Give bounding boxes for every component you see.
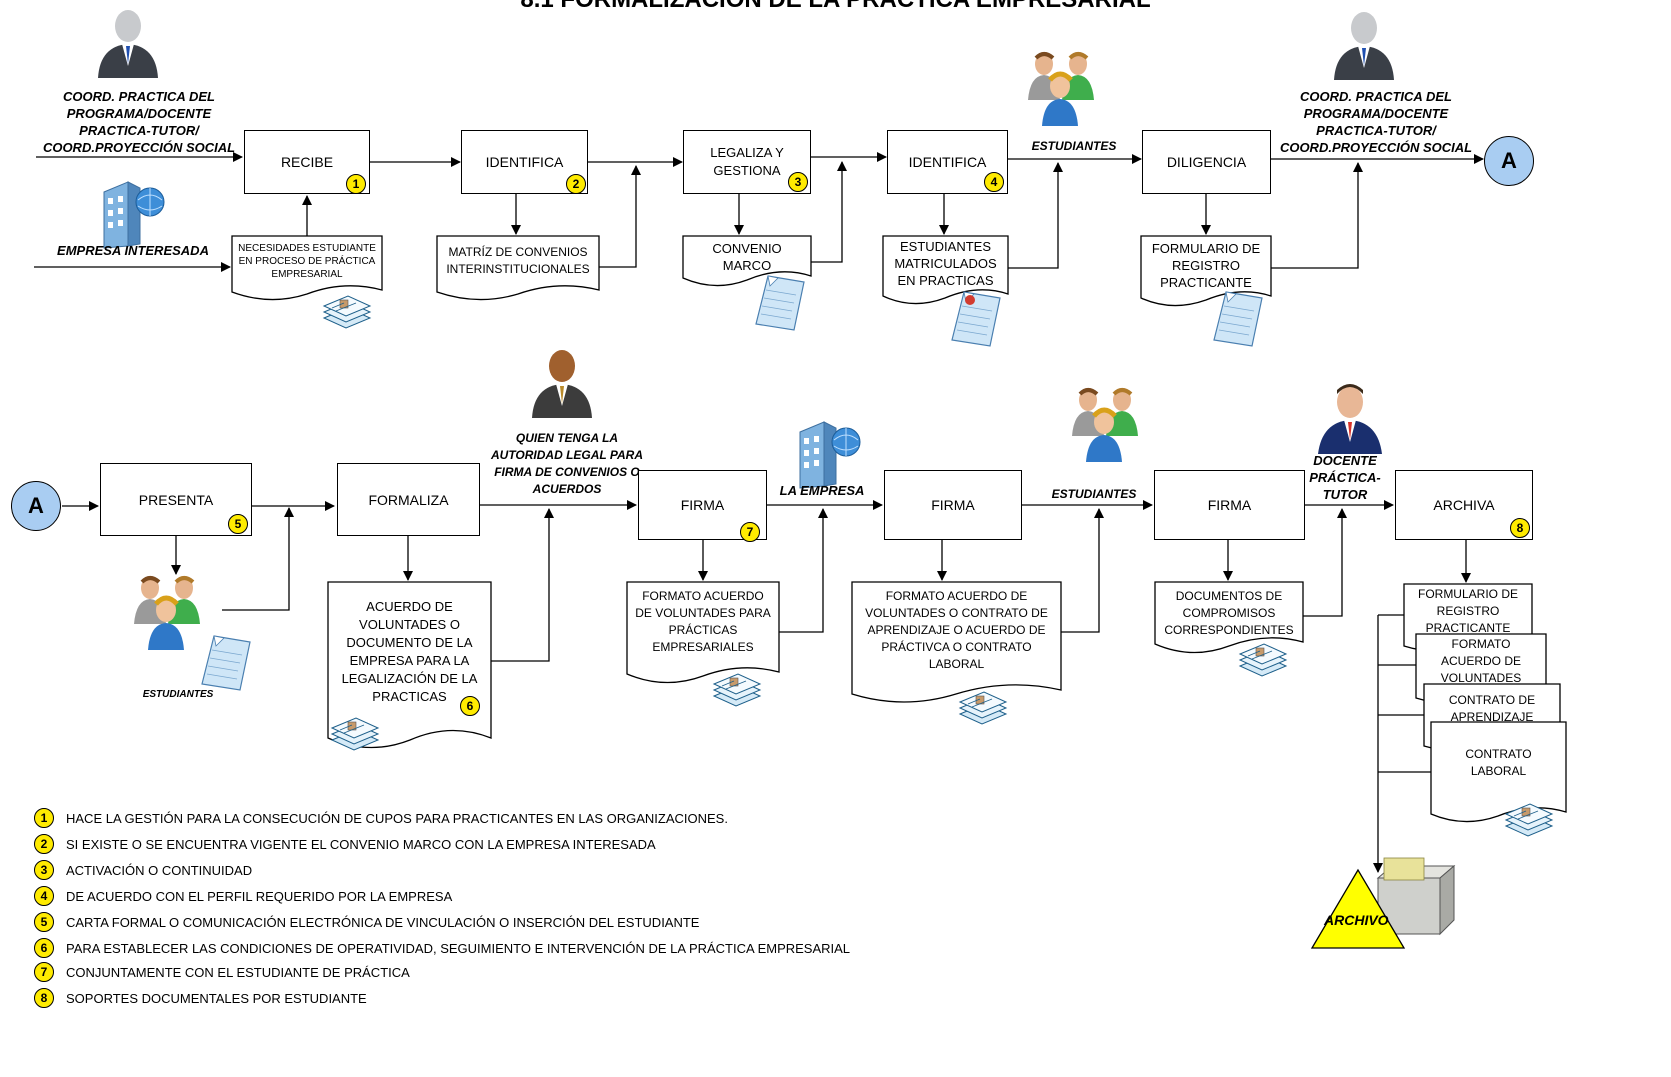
archive-triangle xyxy=(1310,868,1406,949)
legend-note-6: 6 PARA ESTABLECER LAS CONDICIONES DE OPE… xyxy=(34,938,850,958)
step-badge-2: 2 xyxy=(566,174,586,194)
process-formaliza: FORMALIZA xyxy=(337,463,480,536)
doc-archive-formato: FORMATO ACUERDO DE VOLUNTADES xyxy=(1440,637,1522,685)
legend-note-8: 8 SOPORTES DOCUMENTALES POR ESTUDIANTE xyxy=(34,988,367,1008)
doc-acuerdo-voluntades: ACUERDO DE VOLUNTADES O DOCUMENTO DE LA … xyxy=(341,599,478,704)
doc-archive-contrato-laboral: CONTRATO LABORAL xyxy=(1465,747,1532,778)
legend-text-1: HACE LA GESTIÓN PARA LA CONSECUCIÓN DE C… xyxy=(66,810,728,826)
documents-stack-icon-3 xyxy=(713,673,761,707)
company-building-icon xyxy=(103,181,165,249)
legend-text-6: PARA ESTABLECER LAS CONDICIONES DE OPERA… xyxy=(66,940,851,956)
coordinator-person-icon xyxy=(98,10,158,78)
doc-estudiantes-matriculados: ESTUDIANTES MATRICULADOS EN PRACTICAS xyxy=(894,239,997,288)
legend-badge-2: 2 xyxy=(34,834,54,854)
role-legal-authority: QUIEN TENGA LA AUTORIDAD LEGAL PARA FIRM… xyxy=(490,431,643,496)
doc-shape-formato-contrato xyxy=(851,581,1062,703)
role-coordinator-left: COORD. PRACTICA DEL PROGRAMA/DOCENTE PRA… xyxy=(42,89,236,155)
offpage-connector-a-out: A xyxy=(1484,136,1534,186)
doc-documentos-compromisos: DOCUMENTOS DE COMPROMISOS CORRESPONDIENT… xyxy=(1164,589,1294,637)
role-estudiantes-mid: ESTUDIANTES xyxy=(1051,487,1137,501)
step-badge-4: 4 xyxy=(984,172,1004,192)
doc-necesidades: NECESIDADES ESTUDIANTE EN PROCESO DE PRÁ… xyxy=(238,243,376,280)
archive-file-box-icon xyxy=(1376,857,1456,936)
doc-formato-acuerdo-contrato: FORMATO ACUERDO DE VOLUNTADES O CONTRATO… xyxy=(865,589,1048,671)
step-badge-5: 5 xyxy=(228,514,248,534)
role-estudiantes-top: ESTUDIANTES xyxy=(1031,139,1117,153)
legend-text-5: CARTA FORMAL O COMUNICACIÓN ELECTRÓNICA … xyxy=(66,914,700,930)
documents-stack-icon-5 xyxy=(1239,643,1287,677)
legend-badge-1: 1 xyxy=(34,808,54,828)
doc-shape-documentos xyxy=(1154,581,1304,654)
document-sheet-icon-2 xyxy=(951,291,1001,347)
role-coordinator-right: COORD. PRACTICA DEL PROGRAMA/DOCENTE PRA… xyxy=(1279,89,1473,155)
doc-convenio-marco: CONVENIO MARCO xyxy=(712,241,782,273)
legend-badge-4: 4 xyxy=(34,886,54,906)
doc-archive-formulario: FORMULARIO DE REGISTRO PRACTICANTE xyxy=(1417,587,1518,635)
doc-shape-archive-4 xyxy=(1430,721,1567,823)
doc-shape-formato-acuerdo xyxy=(626,581,780,684)
step-badge-3: 3 xyxy=(788,172,808,192)
legend-note-1: 1 HACE LA GESTIÓN PARA LA CONSECUCIÓN DE… xyxy=(34,808,728,828)
legend-badge-5: 5 xyxy=(34,912,54,932)
step-badge-7: 7 xyxy=(740,522,760,542)
legend-note-3: 3 ACTIVACIÓN O CONTINUIDAD xyxy=(34,860,252,880)
doc-archive-contrato-aprendizaje: CONTRATO DE APRENDIZAJE xyxy=(1448,693,1536,724)
students-group-icon-2 xyxy=(1072,389,1138,462)
offpage-connector-a-in: A xyxy=(11,481,61,531)
process-firma-3: FIRMA xyxy=(1154,470,1305,540)
doc-shape-necesidades xyxy=(231,235,383,301)
process-firma-2: FIRMA xyxy=(884,470,1022,540)
seal-icon xyxy=(965,295,975,305)
role-empresa-interesada: EMPRESA INTERESADA xyxy=(57,243,209,258)
students-group-icon-3 xyxy=(134,577,200,650)
step-badge-1: 1 xyxy=(346,174,366,194)
legend-note-2: 2 SI EXISTE O SE ENCUENTRA VIGENTE EL CO… xyxy=(34,834,656,854)
legend-badge-7: 7 xyxy=(34,962,54,982)
students-group-icon xyxy=(1028,53,1094,126)
legend-text-4: DE ACUERDO CON EL PERFIL REQUERIDO POR L… xyxy=(66,888,453,904)
doc-matriz-convenios: MATRÍZ DE CONVENIOS INTERINSTITUCIONALES xyxy=(446,245,590,276)
legend-text-7: CONJUNTAMENTE CON EL ESTUDIANTE DE PRÁCT… xyxy=(66,964,410,980)
documents-stack-icon-4 xyxy=(959,691,1007,725)
legend-text-8: SOPORTES DOCUMENTALES POR ESTUDIANTE xyxy=(66,990,367,1006)
process-diligencia: DILIGENCIA xyxy=(1142,130,1271,194)
role-docente-tutor: DOCENTE PRÁCTICA-TUTOR xyxy=(1309,453,1381,502)
coordinator-person-icon-right xyxy=(1334,12,1394,80)
company-building-icon-2 xyxy=(799,421,861,489)
legend-note-4: 4 DE ACUERDO CON EL PERFIL REQUERIDO POR… xyxy=(34,886,452,906)
doc-formato-acuerdo: FORMATO ACUERDO DE VOLUNTADES PARA PRÁCT… xyxy=(635,589,771,654)
doc-formulario-registro: FORMULARIO DE REGISTRO PRACTICANTE xyxy=(1151,241,1261,290)
doc-shape-matriz xyxy=(436,235,600,301)
legend-badge-3: 3 xyxy=(34,860,54,880)
documents-stack-icon xyxy=(323,295,371,329)
legal-authority-person-icon xyxy=(532,350,592,418)
doc-shape-formulario xyxy=(1140,235,1272,307)
doc-shape-estudiantes-matriculados xyxy=(882,235,1009,305)
legend-badge-8: 8 xyxy=(34,988,54,1008)
tutor-person-icon xyxy=(1318,384,1382,454)
legend-note-7: 7 CONJUNTAMENTE CON EL ESTUDIANTE DE PRÁ… xyxy=(34,962,410,982)
step-badge-6: 6 xyxy=(460,696,480,716)
page-title: 8.1 FORMALIZACIÓN DE LA PRÁCTICA EMPRESA… xyxy=(0,0,1671,14)
legend-text-3: ACTIVACIÓN O CONTINUIDAD xyxy=(66,862,253,878)
archivo-label: ARCHIVO xyxy=(1324,912,1389,928)
document-sheet-icon xyxy=(755,275,805,331)
legend-badge-6: 6 xyxy=(34,938,54,958)
document-sheet-icon-3 xyxy=(1213,291,1263,347)
document-sheet-icon-4 xyxy=(201,635,251,691)
legend-note-5: 5 CARTA FORMAL O COMUNICACIÓN ELECTRÓNIC… xyxy=(34,912,699,932)
role-la-empresa: LA EMPRESA xyxy=(779,483,865,498)
role-estudiantes-bottom: ESTUDIANTES xyxy=(142,689,214,700)
step-badge-8: 8 xyxy=(1510,518,1530,538)
process-presenta: PRESENTA xyxy=(100,463,252,536)
doc-shape-convenio xyxy=(682,235,812,287)
legend-text-2: SI EXISTE O SE ENCUENTRA VIGENTE EL CONV… xyxy=(66,836,656,852)
process-identifica-2: IDENTIFICA xyxy=(887,130,1008,194)
